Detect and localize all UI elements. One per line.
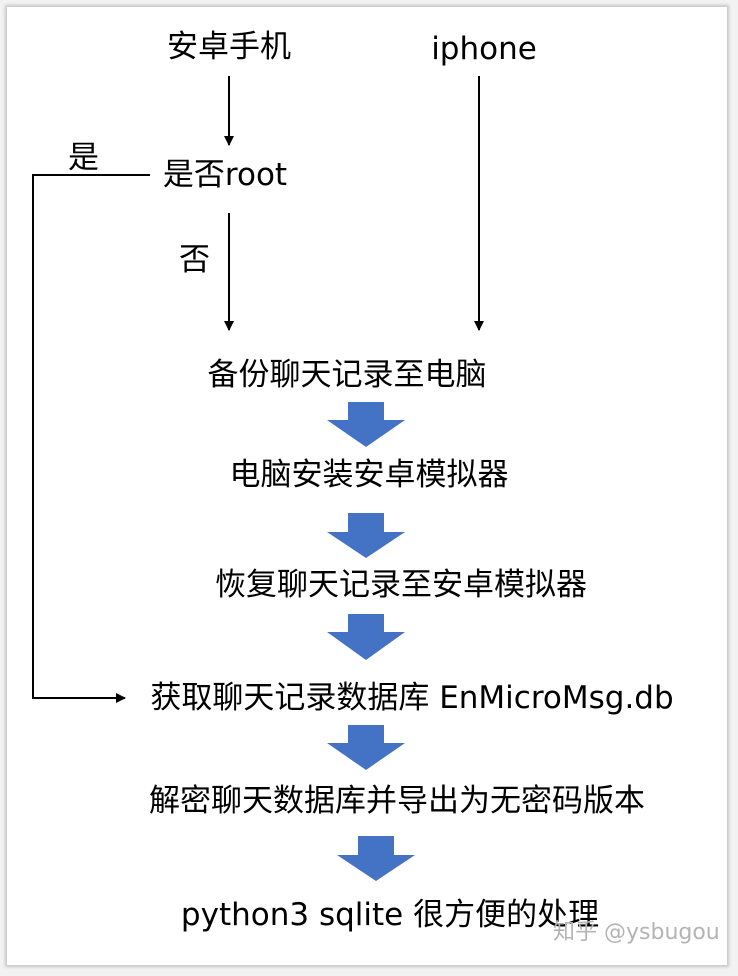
node-restore: 恢复聊天记录至安卓模拟器 [215,567,587,603]
block-arrow-1 [327,402,405,447]
node-process: python3 sqlite 很方便的处理 [180,897,600,933]
diagram-frame [7,7,727,965]
node-decrypt: 解密聊天数据库并导出为无密码版本 [149,783,645,819]
arrow-root-yes-to-getdb [32,174,150,703]
node-get-db: 获取聊天记录数据库 EnMicroMsg.db [150,680,674,716]
block-arrow-5 [337,836,415,881]
node-android: 安卓手机 [167,29,291,65]
block-arrow-2 [327,513,405,558]
block-arrow-3 [327,614,405,660]
node-backup: 备份聊天记录至电脑 [207,357,487,393]
node-install-emulator: 电脑安装安卓模拟器 [229,457,509,493]
node-iphone: iphone [431,31,537,67]
watermark: 知乎 @ysbugou [553,920,720,945]
block-arrow-4 [327,725,405,770]
node-root-check: 是否root [162,157,288,193]
label-yes: 是 [68,140,99,176]
label-no: 否 [179,242,210,278]
